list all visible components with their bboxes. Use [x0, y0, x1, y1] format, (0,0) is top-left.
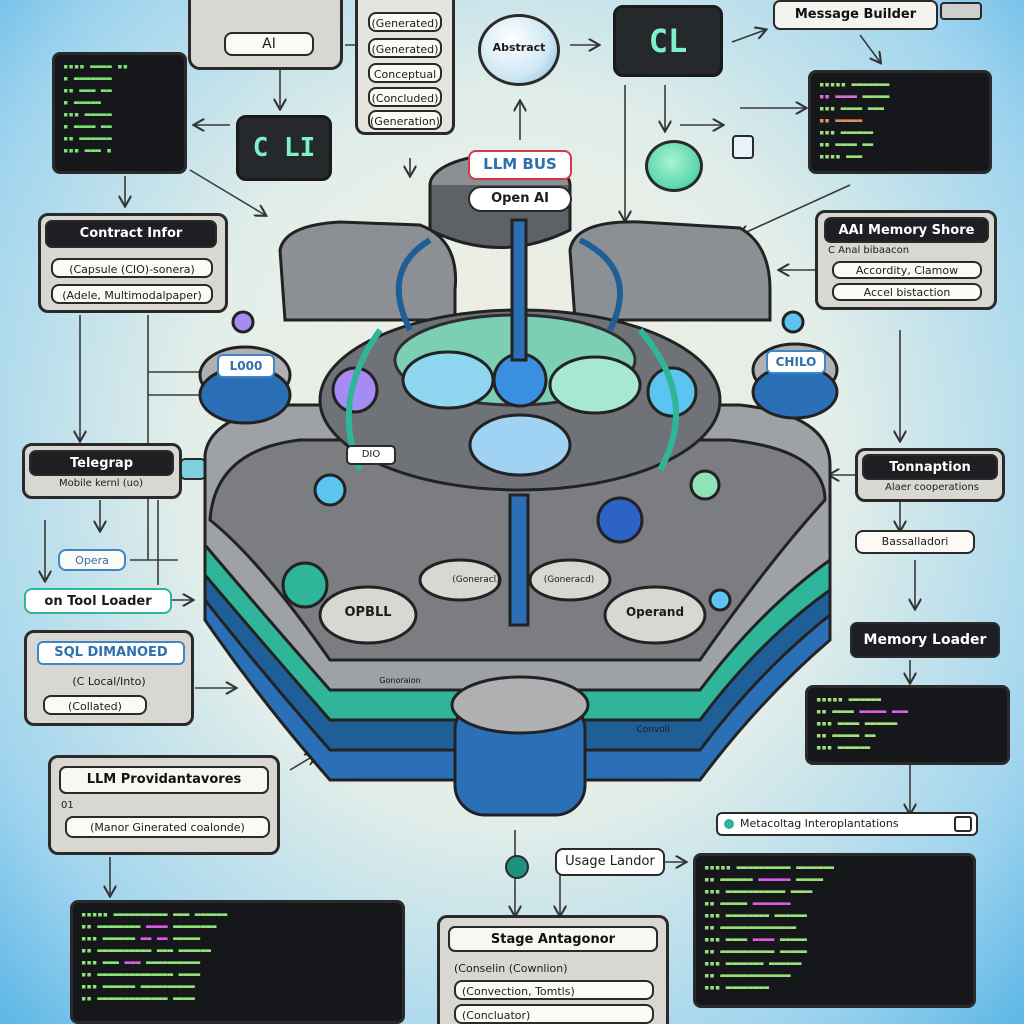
- sql-item[interactable]: (Collated): [43, 695, 147, 715]
- context-info-panel: Contract Infor (Capsule (CIO)-sonera) (A…: [38, 213, 228, 313]
- status-bar-text: Metacoltag Interoplantations: [740, 817, 899, 830]
- core-label-gonoraion: Gonoraion: [379, 676, 421, 685]
- code-terminal-mid-right: ▪▪▪▪▪ ▬▬▬▬▬▬▪▪ ▬▬▬▬ ▬▬▬▬▬ ▬▬▬ ▪▪▪ ▬▬▬▬ ▬…: [805, 685, 1010, 765]
- abstract-label: Abstract: [492, 41, 546, 54]
- context-item[interactable]: (Capsule (CIO)-sonera): [51, 258, 213, 278]
- chillo-label[interactable]: CHILO: [766, 350, 826, 374]
- stack-item[interactable]: (Generation): [368, 110, 442, 130]
- load-label[interactable]: L000: [217, 354, 275, 378]
- memory-store-title: AAI Memory Shore: [824, 217, 989, 243]
- llm-providers-prefix: 01: [61, 800, 74, 811]
- llm-bus-label[interactable]: LLM BUS: [468, 150, 572, 180]
- llm-providers-item[interactable]: (Manor Ginerated coalonde): [65, 816, 270, 838]
- memory-store-item[interactable]: Accel bistaction: [832, 283, 982, 301]
- stack-item[interactable]: (Concluded): [368, 87, 442, 107]
- telegraph-title: Telegrap: [29, 450, 174, 476]
- open-ai-label[interactable]: Open AI: [468, 186, 572, 212]
- memory-store-item[interactable]: Accordity, Clamow: [832, 261, 982, 279]
- status-dot-icon: [724, 819, 734, 829]
- context-item[interactable]: (Adele, Multimodalpaper): [51, 284, 213, 304]
- sql-title: SQL DIMANOED: [37, 641, 185, 665]
- sql-item: (C Local/Into): [72, 675, 146, 688]
- ai-label[interactable]: AI: [224, 32, 314, 56]
- cl-chip[interactable]: CL: [613, 5, 723, 77]
- translation-title: Tonnaption: [862, 454, 998, 480]
- vial-icon: [732, 135, 754, 159]
- core-label-goneracd[interactable]: (Goneracd): [543, 575, 595, 585]
- opbll-label[interactable]: OPBLL: [344, 605, 392, 620]
- code-terminal-top-left: ▪▪▪▪ ▬▬▬▬ ▪▪▪ ▬▬▬▬▬▬▬▪▪ ▬▬▬ ▬▬ ▪ ▬▬▬▬▬▪▪…: [52, 52, 187, 174]
- memory-store-item: C Anal bibaacon: [828, 245, 910, 256]
- core-label-convoll: Convoll: [636, 725, 670, 735]
- usage-loader-label[interactable]: Usage Landor: [555, 848, 665, 876]
- stack-item[interactable]: (Generated): [368, 38, 442, 58]
- translation-panel: Tonnaption Alaer cooperations: [855, 448, 1005, 502]
- sql-panel: SQL DIMANOED (C Local/Into) (Collated): [24, 630, 194, 726]
- llm-providers-title: LLM Providantavores: [59, 766, 269, 794]
- status-bar-button[interactable]: [954, 816, 972, 832]
- tool-loader-label[interactable]: on Tool Loader: [24, 588, 172, 614]
- context-info-title: Contract Infor: [45, 220, 217, 248]
- message-builder-label[interactable]: Message Builder: [773, 0, 938, 30]
- code-terminal-bottom-left: ▪▪▪▪▪ ▬▬▬▬▬▬▬▬▬▬ ▬▬▬ ▬▬▬▬▬▬ ▪▪ ▬▬▬▬▬▬▬▬ …: [70, 900, 405, 1024]
- telegraph-sub: Mobile kernl (uo): [58, 478, 144, 489]
- opera-button[interactable]: Opera: [58, 549, 126, 571]
- stage-item: (Conselin (Cownlion): [454, 962, 568, 975]
- translation-item[interactable]: Bassalladori: [855, 530, 975, 554]
- stage-item[interactable]: (Convection, Tomtls): [454, 980, 654, 1000]
- status-bar: Metacoltag Interoplantations: [716, 812, 978, 836]
- node-dot-icon: [505, 855, 529, 879]
- cli-chip[interactable]: C LI: [236, 115, 332, 181]
- code-terminal-bottom-right: ▪▪▪▪▪ ▬▬▬▬▬▬▬▬▬▬ ▬▬▬▬▬▬▬ ▪▪ ▬▬▬▬▬▬ ▬▬▬▬▬…: [693, 853, 976, 1008]
- translation-sub: Alaer cooperations: [884, 482, 980, 493]
- memory-store-panel: AAI Memory Shore C Anal bibaacon Accordi…: [815, 210, 997, 310]
- code-terminal-top-right: ▪▪▪▪▪ ▬▬▬▬▬▬▬▪▪ ▬▬▬▬ ▬▬▬▬▬ ▪▪▪ ▬▬▬▬ ▬▬▬▪…: [808, 70, 992, 174]
- memory-loader-label[interactable]: Memory Loader: [850, 622, 1000, 658]
- operand-label[interactable]: Operand: [625, 605, 685, 619]
- flask-icon: [645, 140, 703, 192]
- top-stack-panel: (Generated) (Generated) Conceptual (Conc…: [355, 0, 455, 135]
- stack-item[interactable]: Conceptual: [368, 63, 442, 83]
- top-left-panel: AI: [188, 0, 343, 70]
- core-label-goneracl[interactable]: (Goneracl): [452, 575, 500, 585]
- dio-label[interactable]: DIO: [346, 445, 396, 465]
- stack-item[interactable]: (Generated): [368, 12, 442, 32]
- llm-providers-panel: LLM Providantavores 01 (Manor Ginerated …: [48, 755, 280, 855]
- stage-title: Stage Antagonor: [448, 926, 658, 952]
- stage-item[interactable]: (Concluator): [454, 1004, 654, 1024]
- abstract-orb[interactable]: Abstract: [478, 14, 560, 86]
- connector-plug: [940, 2, 982, 20]
- stage-panel: Stage Antagonor (Conselin (Cownlion) (Co…: [437, 915, 669, 1024]
